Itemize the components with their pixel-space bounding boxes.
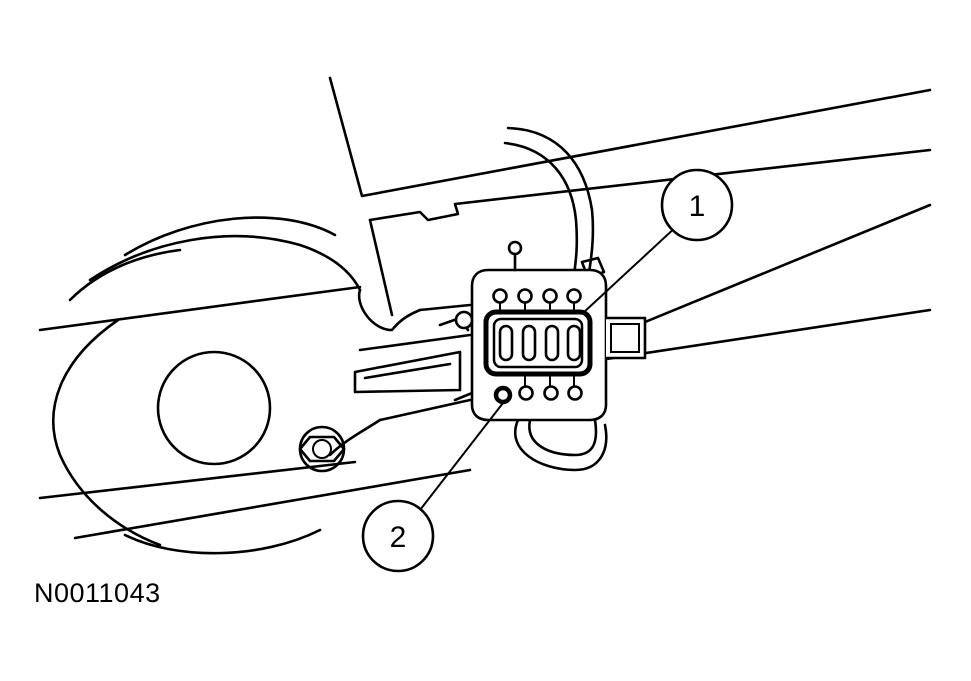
callout-1: 1: [660, 168, 734, 242]
callout-leaders: [419, 224, 679, 511]
hex-nut: [298, 425, 346, 473]
wire-harness: [503, 126, 608, 472]
callout-2-label: 2: [390, 521, 407, 554]
callout-2: 2: [361, 499, 435, 573]
connector-socket: [483, 309, 593, 377]
callout-1-label: 1: [689, 190, 706, 223]
hub-circle: [156, 350, 272, 466]
connector-body: [454, 240, 647, 422]
connector-tab: [606, 316, 647, 360]
bracket-arm: [328, 288, 472, 457]
locating-pin: [493, 385, 513, 405]
figure-id-label: N0011043: [34, 578, 161, 608]
bottom-terminals: [518, 373, 583, 401]
wheel-drum: [52, 216, 362, 555]
